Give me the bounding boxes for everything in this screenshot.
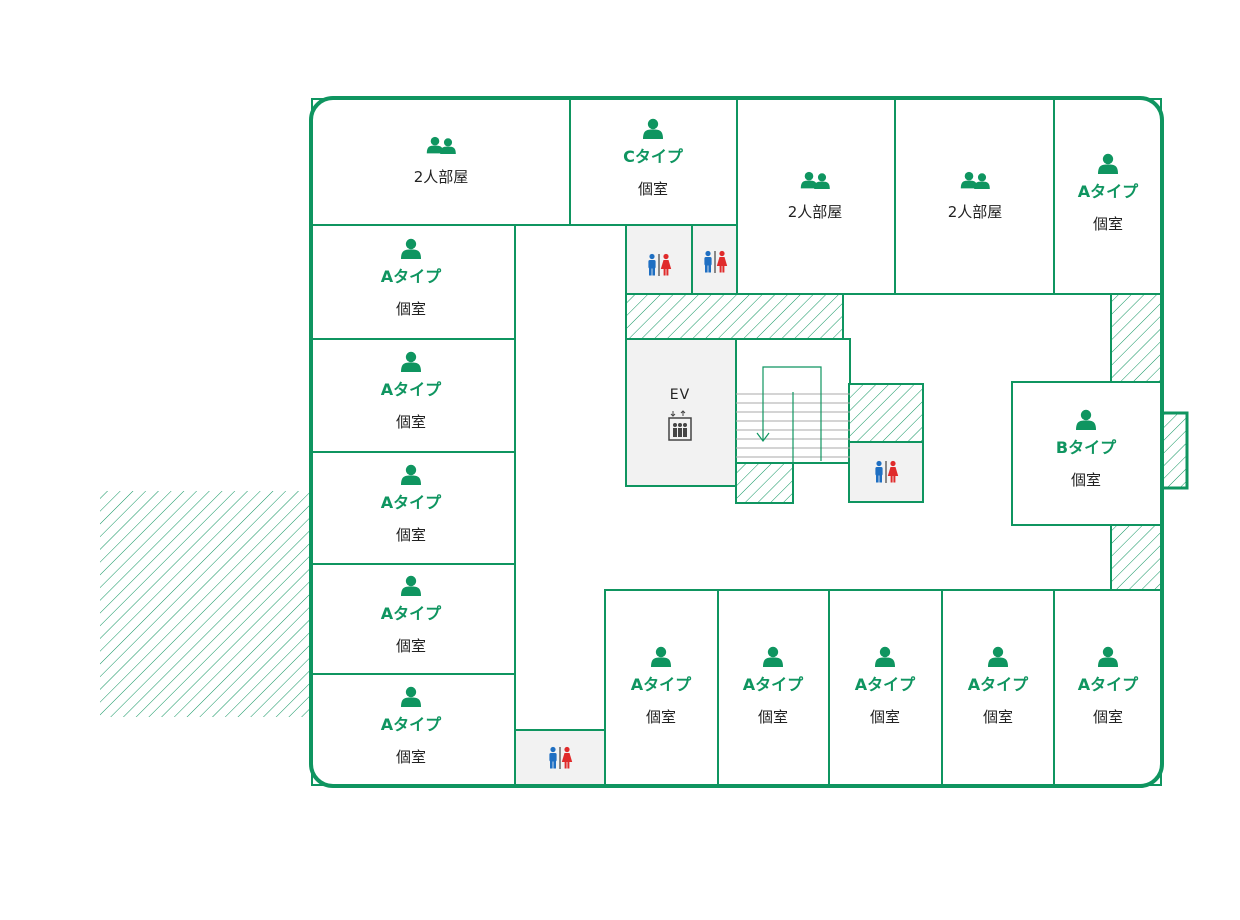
room-kind-label: 2人部屋 <box>788 203 843 221</box>
room-kind-label: 個室 <box>396 748 426 766</box>
room-bottom-a-1[interactable] <box>604 589 719 786</box>
elevator-label: EV <box>670 387 690 403</box>
room-kind-label: 個室 <box>396 526 426 544</box>
room-kind-label: 2人部屋 <box>948 203 1003 221</box>
stair-down-arrow-icon <box>756 432 770 442</box>
room-kind-label: 個室 <box>1093 215 1123 233</box>
hatched-balcony <box>1160 411 1189 490</box>
room-type-label: Bタイプ <box>1056 438 1117 457</box>
restroom-icon <box>875 460 899 483</box>
room-top-double-1[interactable] <box>311 98 571 226</box>
room-kind-label: 2人部屋 <box>414 168 469 186</box>
room-kind-label: 個室 <box>758 708 788 726</box>
room-kind-label: 個室 <box>1071 471 1101 489</box>
room-top-double-3[interactable] <box>894 98 1055 295</box>
room-kind-label: 個室 <box>646 708 676 726</box>
room-kind-label: 個室 <box>870 708 900 726</box>
room-kind-label: 個室 <box>983 708 1013 726</box>
room-type-label: Aタイプ <box>743 675 804 694</box>
room-type-label: Aタイプ <box>855 675 916 694</box>
room-top-double-2[interactable] <box>736 98 896 295</box>
restroom-icon <box>704 250 728 273</box>
room-type-label: Aタイプ <box>381 267 442 286</box>
room-type-label: Aタイプ <box>381 604 442 623</box>
room-type-label: Aタイプ <box>381 715 442 734</box>
outdoor-hatched-area <box>100 491 310 717</box>
room-label-top-double-3: 2人部屋 <box>948 171 1003 221</box>
hatched-strip-top <box>625 293 844 340</box>
room-type-label: Aタイプ <box>968 675 1029 694</box>
room-label-top-double-2: 2人部屋 <box>788 171 843 221</box>
room-type-label: Aタイプ <box>381 493 442 512</box>
room-type-label: Aタイプ <box>1078 182 1139 201</box>
room-bottom-a-5[interactable] <box>1053 589 1162 786</box>
room-kind-label: 個室 <box>396 300 426 318</box>
room-label-top-double-1: 2人部屋 <box>414 136 469 186</box>
restroom-icon <box>549 746 573 769</box>
room-kind-label: 個室 <box>1093 708 1123 726</box>
building-outline <box>309 96 1164 788</box>
room-type-label: Cタイプ <box>623 147 684 166</box>
hatched-right-lower <box>1110 524 1162 591</box>
restroom-icon <box>648 253 672 276</box>
room-kind-label: 個室 <box>638 180 668 198</box>
room-kind-label: 個室 <box>396 637 426 655</box>
elevator-icon <box>668 410 692 441</box>
room-type-label: Aタイプ <box>381 380 442 399</box>
hatched-shaft <box>848 383 924 443</box>
hatched-stair-base <box>735 462 794 504</box>
hatched-right-upper <box>1110 293 1162 383</box>
room-kind-label: 個室 <box>396 413 426 431</box>
room-type-label: Aタイプ <box>1078 675 1139 694</box>
room-type-label: Aタイプ <box>631 675 692 694</box>
room-top-a-right[interactable] <box>1053 98 1162 295</box>
room-bottom-a-3[interactable] <box>828 589 943 786</box>
stairs <box>736 366 850 463</box>
